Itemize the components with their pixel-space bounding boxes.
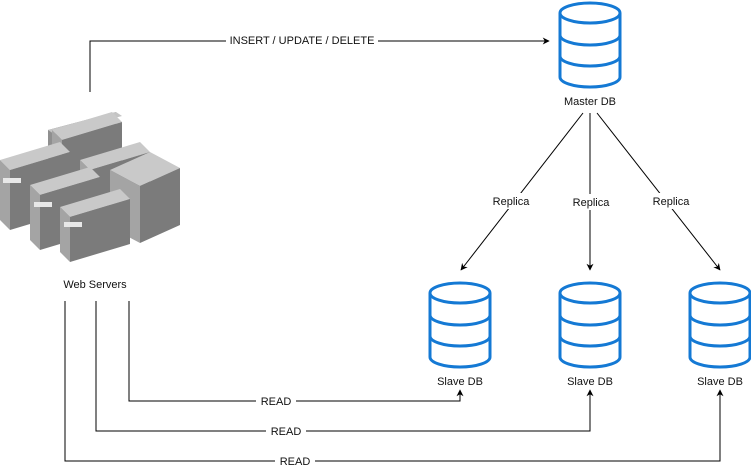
slave-db-2-label: Slave DB (567, 376, 613, 388)
write-edge: INSERT / UPDATE / DELETE (89, 32, 550, 92)
read-edge-2: READ (95, 301, 594, 438)
replica-edge-3-label: Replica (653, 196, 691, 208)
read-edge-1-label: READ (261, 396, 292, 408)
web-servers-label: Web Servers (63, 279, 127, 291)
replica-edge-3: Replica (596, 112, 721, 271)
read-edge-3: READ (64, 301, 724, 468)
read-edge-2-label: READ (271, 426, 302, 438)
slave-db-1-label: Slave DB (437, 376, 483, 388)
web-servers-icon (0, 112, 180, 262)
replica-edge-2: Replica (569, 113, 613, 271)
master-db-icon (558, 1, 622, 89)
write-edge-label: INSERT / UPDATE / DELETE (230, 35, 375, 47)
master-db-label: Master DB (564, 96, 616, 108)
replica-edge-1: Replica (460, 112, 584, 271)
slave-db-3-icon (688, 281, 751, 369)
slave-db-1-icon (428, 281, 492, 369)
slave-db-3-label: Slave DB (697, 376, 743, 388)
replica-edge-1-label: Replica (493, 196, 531, 208)
replica-edge-2-label: Replica (573, 197, 611, 209)
slave-db-2-icon (558, 281, 622, 369)
read-edge-3-label: READ (280, 456, 311, 468)
read-edge-1: READ (128, 301, 464, 408)
